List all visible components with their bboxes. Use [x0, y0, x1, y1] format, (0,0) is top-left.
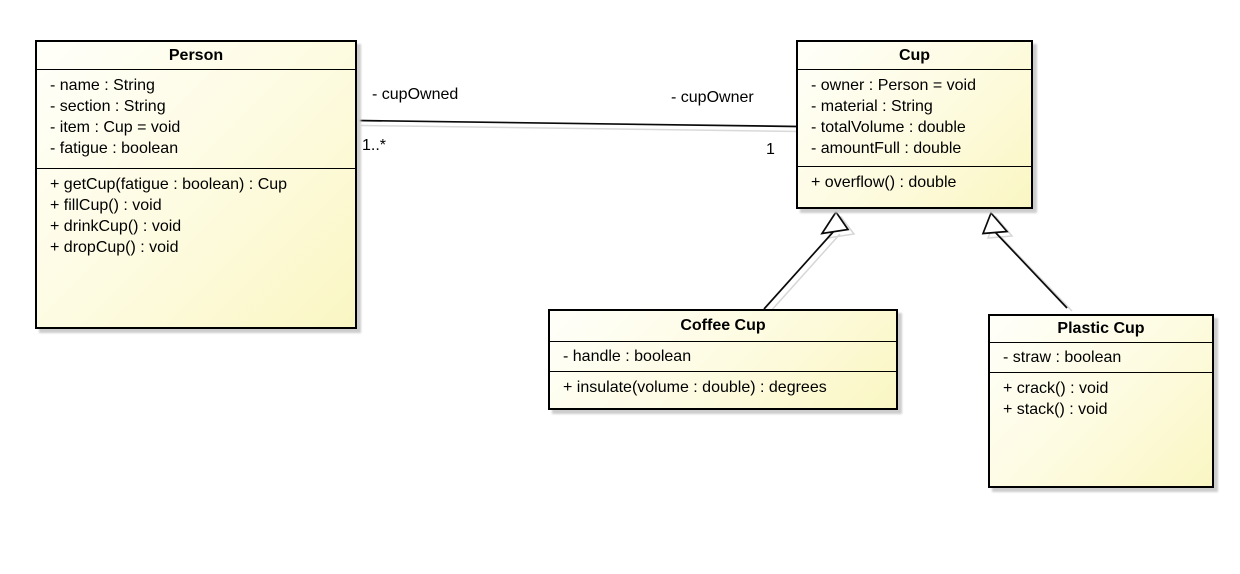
- generalization-shadow-line: [999, 235, 1073, 312]
- class-title: Plastic Cup: [990, 316, 1212, 343]
- methods-compartment: + crack() : void + stack() : void: [990, 373, 1212, 486]
- generalization-plasticcup-cup[interactable]: [981, 211, 1073, 312]
- class-title: Cup: [798, 42, 1031, 70]
- class-title: Person: [37, 42, 355, 70]
- association-person-cup[interactable]: [356, 119, 800, 133]
- attribute: - section : String: [50, 98, 166, 115]
- method: + overflow() : double: [811, 174, 957, 191]
- attributes-compartment: - owner : Person = void - material : Str…: [798, 70, 1031, 167]
- attributes-compartment: - straw : boolean: [990, 343, 1212, 373]
- method: + insulate(volume : double) : degrees: [563, 379, 827, 396]
- attribute: - fatigue : boolean: [50, 140, 179, 157]
- attribute: - name : String: [50, 77, 155, 94]
- association-role-source-label: - cupOwned: [372, 86, 459, 103]
- attribute: - owner : Person = void: [811, 77, 976, 94]
- method: + dropCup() : void: [50, 239, 179, 256]
- method: + getCup(fatigue : boolean) : Cup: [50, 176, 288, 193]
- class-person[interactable]: Person - name : String - section : Strin…: [35, 40, 357, 329]
- generalization-arrowhead-icon[interactable]: [820, 210, 850, 235]
- generalization-shadow-line: [769, 233, 841, 313]
- association-role-target-label: - cupOwner: [671, 89, 754, 106]
- association-shadow: [360, 124, 800, 133]
- generalization-coffeecup-cup[interactable]: [763, 210, 856, 313]
- class-cup[interactable]: Cup - owner : Person = void - material :…: [796, 40, 1033, 209]
- attribute: - handle : boolean: [563, 348, 692, 365]
- method: + fillCup() : void: [50, 197, 162, 214]
- class-coffee-cup[interactable]: Coffee Cup - handle : boolean + insulate…: [548, 309, 898, 410]
- method: + crack() : void: [1003, 380, 1109, 397]
- generalization-line[interactable]: [763, 230, 835, 310]
- method: + stack() : void: [1003, 401, 1108, 418]
- association-multiplicity-target-label: 1: [766, 141, 775, 158]
- attribute: - straw : boolean: [1003, 349, 1122, 366]
- generalization-line[interactable]: [994, 231, 1068, 309]
- association-multiplicity-source-label: 1..*: [362, 137, 387, 154]
- class-plastic-cup[interactable]: Plastic Cup - straw : boolean + crack() …: [988, 314, 1214, 488]
- methods-compartment: + overflow() : double: [798, 167, 1031, 207]
- attribute: - item : Cup = void: [50, 119, 181, 136]
- attribute: - totalVolume : double: [811, 119, 966, 136]
- generalization-arrowhead-icon[interactable]: [981, 211, 1009, 235]
- class-title: Coffee Cup: [550, 311, 896, 342]
- association-line[interactable]: [356, 119, 798, 128]
- methods-compartment: + insulate(volume : double) : degrees: [550, 372, 896, 408]
- attribute: - amountFull : double: [811, 140, 962, 157]
- attributes-compartment: - handle : boolean: [550, 342, 896, 372]
- attributes-compartment: - name : String - section : String - ite…: [37, 70, 355, 169]
- method: + drinkCup() : void: [50, 218, 182, 235]
- methods-compartment: + getCup(fatigue : boolean) : Cup + fill…: [37, 169, 355, 327]
- attribute: - material : String: [811, 98, 933, 115]
